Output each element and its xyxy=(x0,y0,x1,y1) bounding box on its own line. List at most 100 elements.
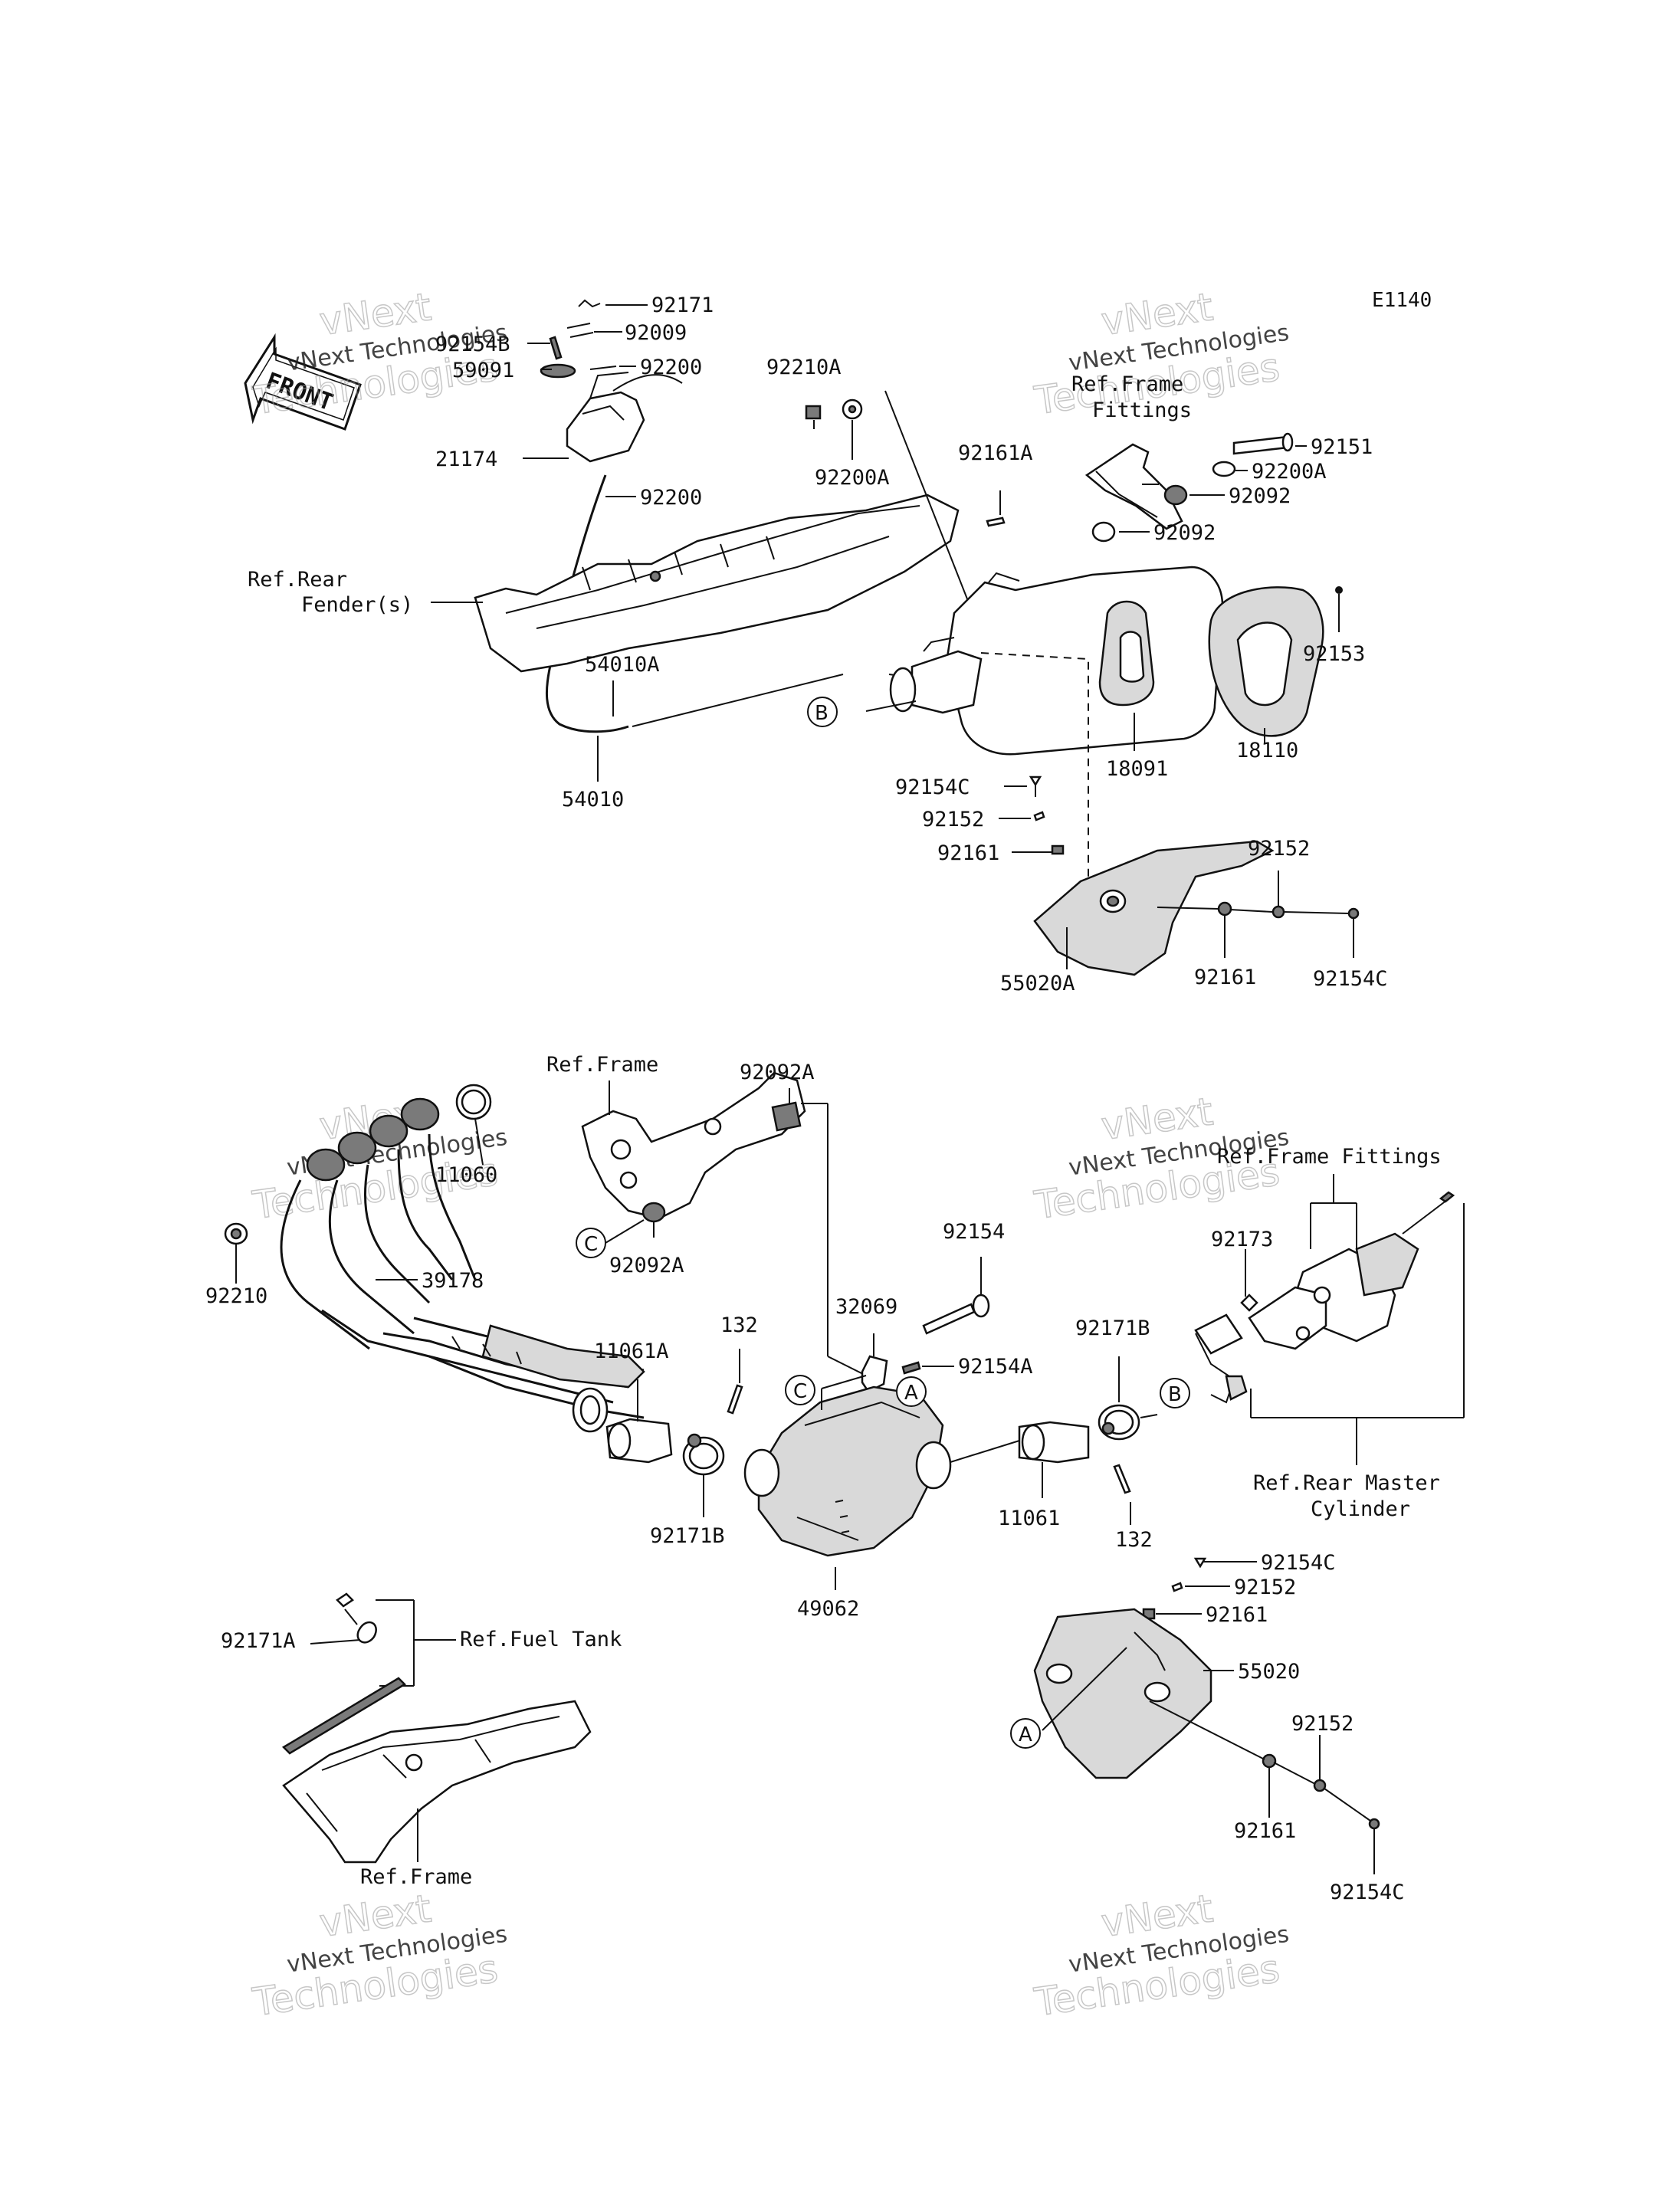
label-92152-b: 92152 xyxy=(1248,837,1310,861)
label-92161-c: 92161 xyxy=(1206,1603,1268,1627)
label-18110: 18110 xyxy=(1236,739,1298,762)
part-54010-cable xyxy=(545,474,629,733)
part-39178-shape xyxy=(280,1097,645,1433)
part-92173-shape xyxy=(1240,1294,1258,1312)
ref-rear-fender-shape xyxy=(474,494,960,673)
rear-fender-assembly xyxy=(431,299,960,782)
label-54010A: 54010A xyxy=(585,653,660,677)
label-92154C-a: 92154C xyxy=(895,776,970,799)
label-92210A: 92210A xyxy=(766,356,842,379)
label-39178: 39178 xyxy=(422,1269,484,1293)
label-54010: 54010 xyxy=(562,788,624,812)
callout-b-center: B xyxy=(1160,1378,1190,1408)
label-ref-rear-master-line2: Cylinder xyxy=(1311,1497,1410,1521)
label-92161-a: 92161 xyxy=(937,841,999,865)
label-92161-b: 92161 xyxy=(1194,966,1256,989)
part-92151-shape xyxy=(1232,435,1289,455)
front-arrow-icon: FRONT xyxy=(244,333,362,431)
heat-guard-assembly xyxy=(1033,1557,1380,1874)
label-92151: 92151 xyxy=(1311,435,1373,459)
frame-fittings-assembly xyxy=(1194,1174,1465,1465)
ref-rear-master-cylinder-shape xyxy=(1194,1313,1243,1355)
label-ref-rear-fender-line2: Fender(s) xyxy=(301,593,413,617)
label-11060: 11060 xyxy=(435,1163,497,1187)
svg-text:A: A xyxy=(1019,1723,1032,1746)
pre-chamber-assembly xyxy=(605,1257,1158,1590)
label-92092A-b: 92092A xyxy=(609,1254,684,1277)
part-92092A-b-shape xyxy=(641,1202,666,1223)
header-pipe-assembly xyxy=(224,1071,867,1433)
part-59091-shape xyxy=(540,363,576,379)
label-92200A-a: 92200A xyxy=(815,466,890,490)
ref-frame-fittings-top-shape xyxy=(1084,443,1183,530)
part-21174-shape xyxy=(566,391,645,463)
callout-c-mid: C xyxy=(576,1228,606,1258)
callout-a-center: A xyxy=(896,1376,927,1407)
part-92171-shape xyxy=(578,299,601,308)
label-18091: 18091 xyxy=(1106,757,1168,781)
label-132-a: 132 xyxy=(720,1313,758,1337)
part-92171A-shape xyxy=(356,1621,377,1644)
label-92171B-a: 92171B xyxy=(650,1524,725,1548)
label-ref-rear-fender-line1: Ref.Rear xyxy=(248,568,347,592)
part-132-a-shape xyxy=(727,1384,743,1415)
label-92092-b: 92092 xyxy=(1153,521,1216,545)
label-ref-rear-master-line1: Ref.Rear Master xyxy=(1253,1471,1440,1495)
label-92152-a: 92152 xyxy=(922,808,984,831)
label-92210: 92210 xyxy=(205,1284,267,1308)
part-92154A-shape xyxy=(901,1361,921,1375)
label-92200-b: 92200 xyxy=(640,486,702,510)
callout-b-top: B xyxy=(807,697,838,727)
part-32069-shape xyxy=(861,1355,888,1393)
label-92153: 92153 xyxy=(1303,642,1365,666)
part-92210A-shape xyxy=(805,405,822,420)
part-92009-shape xyxy=(566,323,594,338)
label-92200A-b: 92200A xyxy=(1252,460,1327,484)
svg-text:A: A xyxy=(904,1382,918,1405)
callout-c-center: C xyxy=(785,1375,815,1405)
label-92154C-b: 92154C xyxy=(1313,967,1388,991)
label-32069: 32069 xyxy=(835,1295,897,1319)
svg-text:C: C xyxy=(793,1380,807,1403)
part-92154-shape xyxy=(922,1303,976,1335)
label-92171: 92171 xyxy=(651,293,714,317)
part-92161A-shape xyxy=(986,516,1006,527)
label-59091: 59091 xyxy=(452,359,514,382)
part-132-b-shape xyxy=(1113,1464,1131,1494)
label-ref-fuel-tank: Ref.Fuel Tank xyxy=(460,1628,622,1651)
label-92152-c: 92152 xyxy=(1234,1576,1296,1599)
part-55020-shape xyxy=(1033,1608,1212,1779)
label-92154C-c: 92154C xyxy=(1261,1551,1336,1575)
silencer-assembly xyxy=(805,390,1360,976)
label-ref-frame-mid: Ref.Frame xyxy=(546,1053,658,1077)
label-92173: 92173 xyxy=(1211,1228,1273,1251)
label-ref-frame-fittings-top-line1: Ref.Frame xyxy=(1071,372,1183,396)
label-92154A: 92154A xyxy=(958,1355,1033,1379)
part-55020A-shape xyxy=(1033,840,1275,976)
part-92092A-a-shape xyxy=(771,1101,802,1132)
part-92092-b-shape xyxy=(1091,521,1116,543)
svg-text:B: B xyxy=(1168,1383,1182,1406)
silencer-body-shape xyxy=(945,566,1224,756)
diagram-code: E1140 xyxy=(1372,289,1432,312)
fuel-tank-frame-assembly xyxy=(281,1592,592,1864)
label-92171A: 92171A xyxy=(221,1629,296,1653)
label-ref-frame-bottom: Ref.Frame xyxy=(360,1865,472,1889)
part-92092-a-shape xyxy=(1163,484,1188,506)
label-92092-a: 92092 xyxy=(1229,484,1291,508)
label-55020A: 55020A xyxy=(1000,972,1075,995)
label-ref-frame-fittings-top-line2: Fittings xyxy=(1092,398,1192,422)
label-92009: 92009 xyxy=(625,321,687,345)
part-92200-shape xyxy=(589,366,617,370)
ref-fuel-tank-shape xyxy=(281,1677,407,1755)
label-21174: 21174 xyxy=(435,448,497,471)
label-92092A-a: 92092A xyxy=(740,1061,815,1084)
label-11061A: 11061A xyxy=(594,1340,669,1363)
label-92154B: 92154B xyxy=(435,333,510,356)
label-49062: 49062 xyxy=(797,1597,859,1621)
label-92161A: 92161A xyxy=(958,441,1033,465)
label-92161-d: 92161 xyxy=(1234,1819,1296,1843)
label-ref-frame-fittings-right: Ref.Frame Fittings xyxy=(1217,1145,1442,1169)
callout-a-bottom: A xyxy=(1010,1718,1041,1749)
